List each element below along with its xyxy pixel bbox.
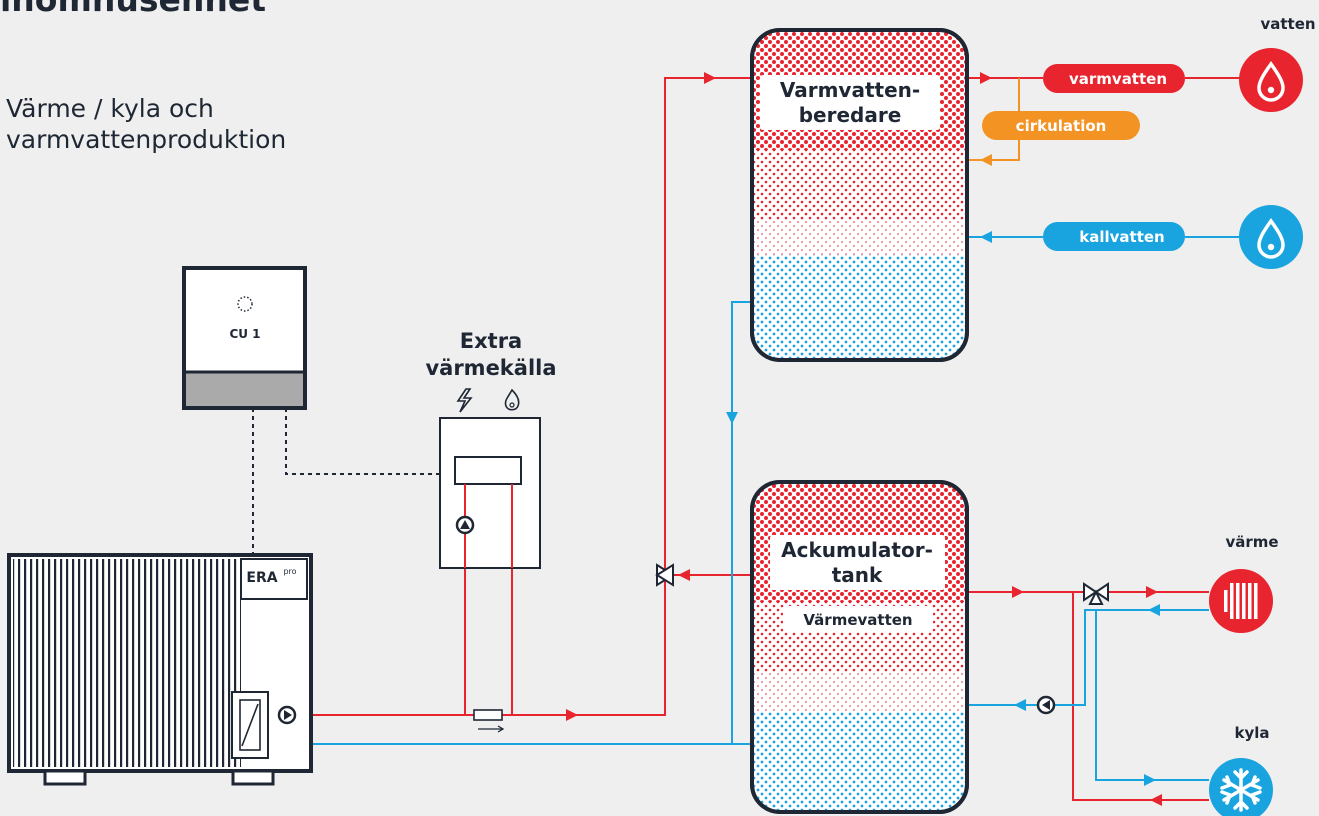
buffer-content-label: Värmevatten — [803, 611, 912, 629]
buffer-label-1: Ackumulator- — [781, 538, 933, 562]
water-heater-label-2: beredare — [799, 103, 902, 127]
heat-pump-unit: ERA pro — [7, 553, 313, 786]
brand-suffix: pro — [283, 567, 296, 576]
signal-cables — [252, 408, 440, 555]
snowflake-icon — [1209, 758, 1273, 816]
subtitle-line-1: Värme / kyla och — [6, 94, 214, 123]
water-label: vatten — [1260, 15, 1315, 33]
brand-label: ERA — [246, 570, 277, 586]
cold-arrows — [264, 231, 1160, 786]
cooling-label: kyla — [1234, 724, 1269, 742]
controller-unit: CU 1 — [182, 266, 307, 410]
circulation-pill: cirkulation — [982, 111, 1140, 140]
water-heater-label-1: Varmvatten- — [780, 78, 920, 102]
flame-icon — [504, 388, 520, 411]
buffer-tank: Ackumulator- tank Värmevatten — [750, 480, 969, 814]
page-subtitle: Värme / kyla och varmvattenproduktion — [6, 93, 286, 155]
cold-water-pill: kallvatten — [1043, 222, 1185, 251]
hot-water-pill: varmvatten — [1043, 64, 1185, 93]
hot-arrows — [566, 72, 1162, 806]
circulation-arrow — [980, 154, 992, 166]
extra-heat-label-1: Extra — [460, 329, 522, 353]
cold-water-drop-icon — [1239, 205, 1303, 269]
flow-sensor — [473, 709, 505, 733]
water-heater-tank: Varmvatten- beredare — [750, 28, 969, 362]
pump-icon — [1036, 695, 1056, 715]
heating-label: värme — [1225, 533, 1278, 551]
extra-heat-label-2: värmekälla — [425, 356, 556, 380]
water-drop-icon — [1239, 48, 1303, 112]
radiator-icon — [1209, 569, 1273, 633]
subtitle-line-2: varmvattenproduktion — [6, 125, 287, 154]
cold-water-label: kallvatten — [1079, 228, 1164, 246]
buffer-label-2: tank — [832, 563, 883, 587]
hot-water-label: varmvatten — [1069, 70, 1167, 88]
controller-label: CU 1 — [229, 327, 260, 341]
extra-heat-source — [439, 417, 541, 569]
circulation-label: cirkulation — [1016, 117, 1107, 135]
page-title: inomhusenhet — [0, 0, 266, 19]
lightning-icon — [456, 388, 473, 413]
three-way-valve-icon — [655, 563, 675, 587]
heating-valve-icon — [1083, 582, 1109, 605]
